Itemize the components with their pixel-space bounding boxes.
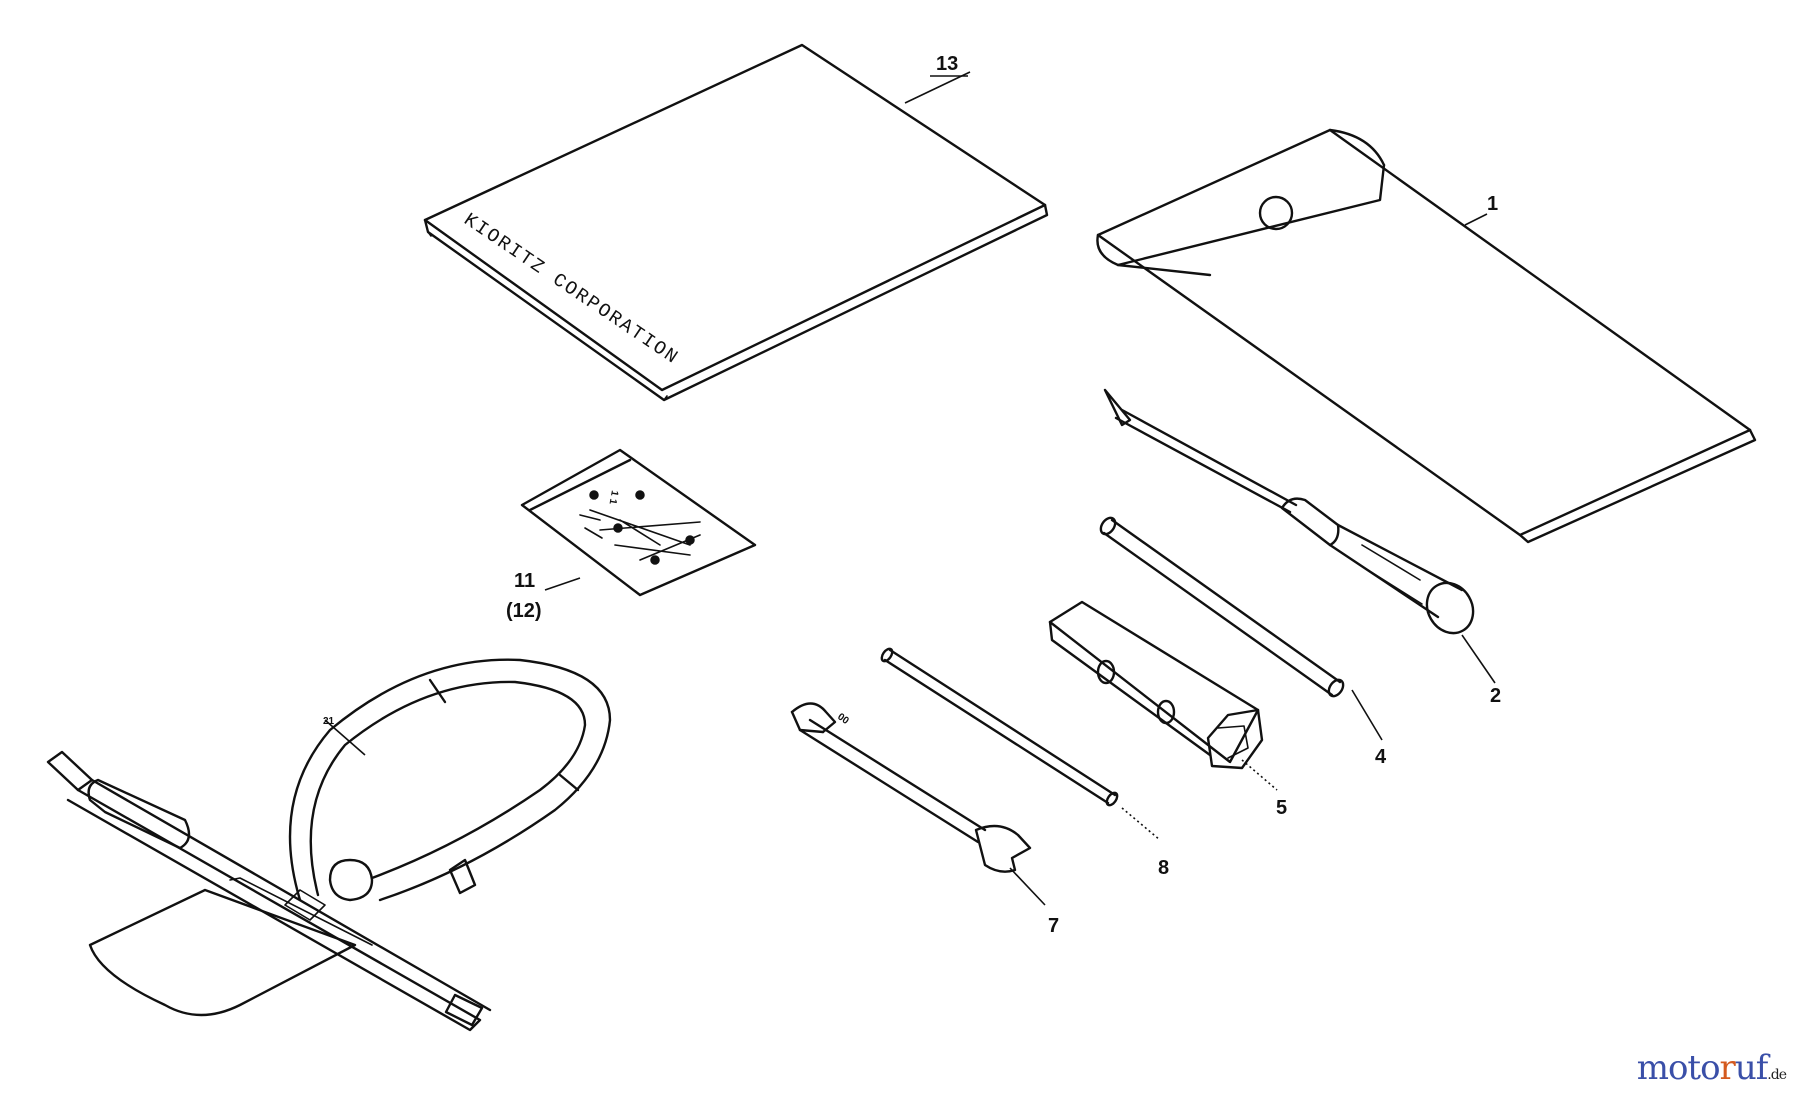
part-number-13: 13 (936, 53, 958, 75)
leader-8 (1121, 807, 1161, 841)
hardware-kit: 1 1 11 (12) (506, 448, 757, 622)
harness: 21 (46, 658, 612, 1032)
leader-1 (1464, 213, 1488, 226)
hardware-pack-label: 1 1 (607, 489, 620, 505)
leader-7 (1009, 867, 1046, 906)
rod: 8 (880, 647, 1169, 879)
screwdriver: 2 (1103, 388, 1501, 707)
watermark-part2: r (1719, 1048, 1736, 1088)
plug-wrench: 5 (1048, 600, 1287, 819)
leader-2 (1461, 634, 1496, 684)
part-number-7: 7 (1048, 915, 1059, 937)
leader-11 (544, 577, 581, 591)
watermark-part1: moto (1636, 1048, 1721, 1088)
leader-5 (1241, 759, 1278, 791)
part-number-21: 21 (323, 716, 335, 727)
part-number-1: 1 (1487, 193, 1498, 215)
spanner: 00 7 (790, 702, 1059, 937)
watermark-part3: uf (1734, 1048, 1768, 1088)
watermark-logo: motoruf.de (1636, 1048, 1787, 1088)
part-number-4: 4 (1375, 746, 1387, 768)
part-number-5: 5 (1276, 797, 1287, 819)
leader-13 (904, 71, 971, 104)
manual-cover-text: KIORITZ CORPORATION (460, 209, 683, 370)
manual: KIORITZ CORPORATION 13 (423, 43, 1049, 402)
tool-bag: 1 (1096, 128, 1757, 544)
snap-button-icon (1258, 195, 1294, 231)
leader-21 (324, 719, 366, 756)
part-number-2: 2 (1490, 685, 1501, 707)
part-number-8: 8 (1158, 857, 1169, 879)
part-number-12: (12) (506, 600, 542, 622)
watermark-part4: .de (1767, 1067, 1787, 1083)
part-number-11: 11 (514, 570, 535, 592)
bar: 4 (1099, 516, 1387, 768)
spanner-marking: 00 (835, 711, 851, 727)
leader-4 (1351, 689, 1383, 741)
